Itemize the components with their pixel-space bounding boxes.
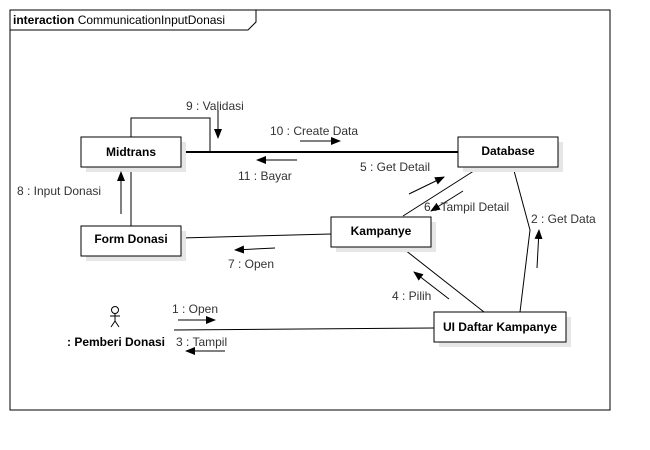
arrow-m4 xyxy=(413,271,450,300)
arrow-m5 xyxy=(408,176,445,195)
actor-label: : Pemberi Donasi xyxy=(67,335,165,349)
object-box xyxy=(80,136,182,168)
object-kampanye[interactable]: Kampanye xyxy=(330,216,436,252)
arrow-m2 xyxy=(534,229,543,269)
link-form-kampanye xyxy=(180,233,332,239)
message-label-10: 10 : Create Data xyxy=(270,124,358,138)
object-ui-daftar-kampanye[interactable]: UI Daftar Kampanye xyxy=(433,311,571,347)
object-box xyxy=(80,225,182,257)
link-database-kampanye xyxy=(402,166,481,217)
object-box xyxy=(330,216,432,248)
message-label-9: 9 : Validasi xyxy=(186,99,244,113)
frame-title: interaction CommunicationInputDonasi xyxy=(13,13,225,27)
link-database-ui xyxy=(512,166,531,313)
actor-pemberi-donasi[interactable]: : Pemberi Donasi xyxy=(67,306,165,350)
object-label: Kampanye xyxy=(351,224,412,238)
message-label-3: 3 : Tampil xyxy=(176,335,227,349)
object-label: Form Donasi xyxy=(94,232,167,246)
links xyxy=(130,117,531,331)
object-label: Midtrans xyxy=(106,145,156,159)
message-label-7: 7 : Open xyxy=(228,257,274,271)
object-label: Database xyxy=(481,144,535,158)
object-box xyxy=(433,311,567,343)
object-box xyxy=(457,136,559,168)
message-label-1: 1 : Open xyxy=(172,302,218,316)
arrow-m6 xyxy=(430,190,464,212)
object-database[interactable]: Database xyxy=(457,136,563,172)
object-midtrans[interactable]: Midtrans xyxy=(80,136,186,172)
message-label-8: 8 : Input Donasi xyxy=(17,184,101,198)
frame-tab xyxy=(10,10,257,31)
stick-figure-icon xyxy=(110,306,120,328)
interaction-frame xyxy=(9,9,611,411)
object-form-donasi[interactable]: Form Donasi xyxy=(80,225,186,261)
link-midtrans-self xyxy=(130,117,211,152)
object-label: UI Daftar Kampanye xyxy=(443,320,557,334)
link-kampanye-ui xyxy=(399,245,485,313)
message-labels: 1 : Open 2 : Get Data 3 : Tampil 4 : Pil… xyxy=(17,99,596,349)
message-arrows xyxy=(117,110,543,355)
message-label-4: 4 : Pilih xyxy=(392,289,431,303)
message-label-5: 5 : Get Detail xyxy=(360,160,430,174)
arrow-m7 xyxy=(234,245,276,254)
frame-name: CommunicationInputDonasi xyxy=(78,13,225,27)
message-label-11: 11 : Bayar xyxy=(238,169,292,183)
link-actor-ui xyxy=(173,327,435,331)
frame-keyword: interaction xyxy=(13,13,74,27)
message-label-6: 6 : Tampil Detail xyxy=(424,200,509,214)
message-label-2: 2 : Get Data xyxy=(531,212,596,226)
